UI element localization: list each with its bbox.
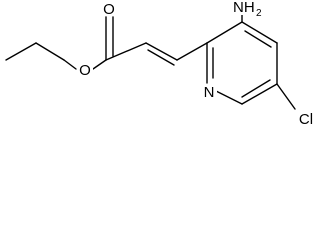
atom-ring-nitrogen: N [201,84,217,101]
ring-nitrogen-label: N [204,84,215,101]
ethyl-group [5,42,65,61]
chlorine-label: Cl [299,111,313,128]
atom-chlorine: Cl [294,110,318,128]
carbonyl-oxygen-label: O [103,1,115,18]
pyridine-ring [206,21,278,105]
chemical-structure-diagram: O O NH 2 N Cl [0,0,326,137]
carbonyl-double-bond [105,16,114,61]
substituent-bonds [241,13,296,110]
atom-ester-oxygen: O [77,61,93,79]
diagram-background [0,0,326,137]
atom-amine: NH 2 [232,0,262,19]
amine-label: NH [233,0,255,16]
alkene-chain [105,42,208,66]
atom-carbonyl-oxygen: O [101,0,117,18]
ester-oxygen-label: O [79,62,91,79]
amine-subscript: 2 [256,8,262,19]
ester-linkage [63,59,107,70]
